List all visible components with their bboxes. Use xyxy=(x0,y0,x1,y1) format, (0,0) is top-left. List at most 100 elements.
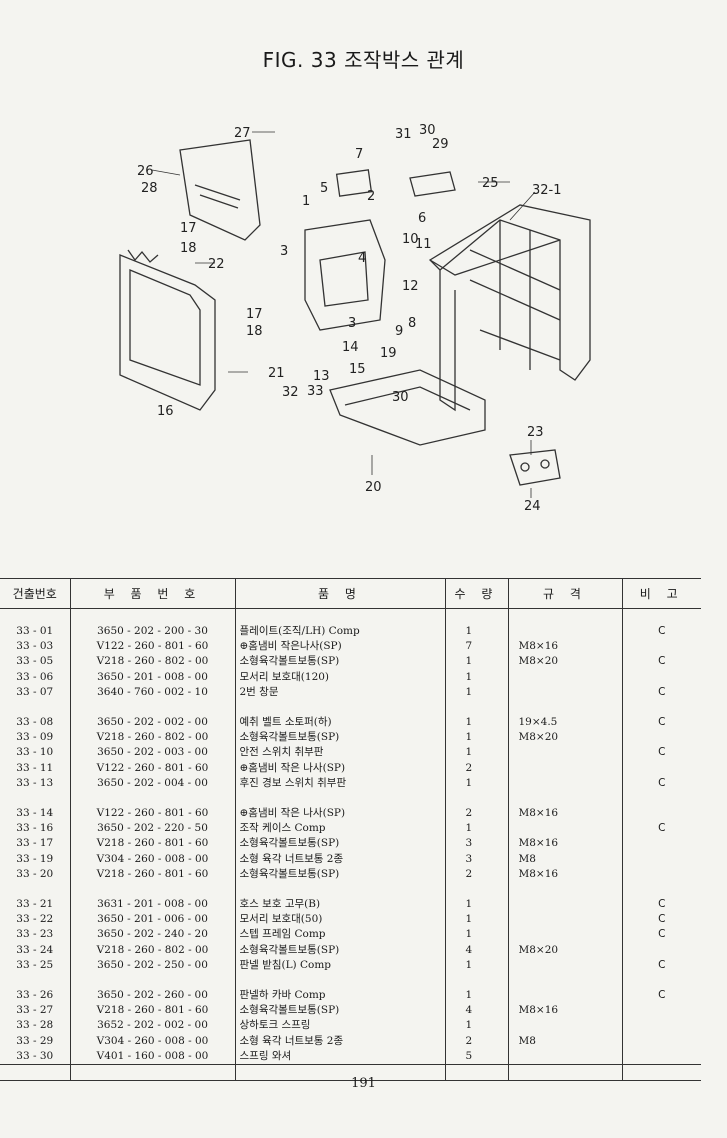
callout-number-18: 18 xyxy=(180,241,197,256)
callout-number-17: 17 xyxy=(246,307,263,322)
spacer-cell xyxy=(507,882,622,898)
cell-name: 안전 스위치 취부판 xyxy=(234,745,445,761)
cell-name: 판넬하 카바 Comp xyxy=(234,988,445,1004)
spacer-cell xyxy=(69,791,235,807)
spacer-cell xyxy=(444,1064,508,1082)
cell-note xyxy=(621,1018,701,1034)
cell-note xyxy=(621,730,701,746)
cell-part: V122 - 260 - 801 - 60 xyxy=(69,806,235,822)
cell-spec xyxy=(507,684,622,701)
cell-spec: M8×20 xyxy=(507,730,622,746)
cell-note: C xyxy=(621,988,701,1004)
callout-number-12: 12 xyxy=(402,279,419,294)
cell-qty: 1 xyxy=(444,988,508,1004)
cell-name: ⊕홈냄비 작은나사(SP) xyxy=(234,639,445,655)
header-part-name: 품 명 xyxy=(234,578,445,609)
cell-part: 3631 - 201 - 008 - 00 xyxy=(69,897,235,913)
spacer-cell xyxy=(69,973,235,989)
cell-qty: 1 xyxy=(444,912,508,928)
cell-qty: 1 xyxy=(444,897,508,913)
spacer-cell xyxy=(507,973,622,989)
cell-name: 소형육각볼트보통(SP) xyxy=(234,654,445,670)
cell-note: C xyxy=(621,745,701,761)
spacer-cell xyxy=(621,608,701,624)
cell-no: 33 - 10 xyxy=(16,746,54,759)
spacer-cell xyxy=(0,791,70,806)
cell-qty: 3 xyxy=(444,851,508,867)
bracket-drawing xyxy=(509,449,561,486)
group-spacer xyxy=(0,700,701,716)
cell-part: 3650 - 202 - 240 - 20 xyxy=(69,927,235,943)
spacer-cell xyxy=(507,791,622,807)
cell-part: 3650 - 201 - 008 - 00 xyxy=(69,669,235,685)
callout-number-19: 19 xyxy=(380,346,397,361)
spacer-cell xyxy=(69,608,235,624)
cell-name: 소형육각볼트보통(SP) xyxy=(234,730,445,746)
cell-part: 3640 - 760 - 002 - 10 xyxy=(69,684,235,701)
callout-number-2: 2 xyxy=(367,189,375,204)
window-drawing xyxy=(335,169,373,197)
cell-qty: 1 xyxy=(444,669,508,685)
cell-spec: M8×16 xyxy=(507,836,622,852)
cell-part: 3652 - 202 - 002 - 00 xyxy=(69,1018,235,1034)
cell-part: 3650 - 202 - 200 - 30 xyxy=(69,624,235,640)
cell-qty: 1 xyxy=(444,957,508,974)
callout-number-6: 6 xyxy=(418,211,426,226)
cell-spec: M8×20 xyxy=(507,942,622,958)
cell-note xyxy=(621,851,701,867)
cell-note: C xyxy=(621,912,701,928)
cell-part: V218 - 260 - 802 - 00 xyxy=(69,942,235,958)
group-spacer xyxy=(0,882,701,898)
spacer-cell xyxy=(69,882,235,898)
cell-name: 예취 벨트 소토퍼(하) xyxy=(234,715,445,731)
cell-qty: 2 xyxy=(444,866,508,883)
cell-no: 33 - 28 xyxy=(16,1019,54,1032)
spacer-cell xyxy=(69,700,235,716)
spacer-cell xyxy=(0,1064,70,1082)
leader-lines xyxy=(151,131,536,498)
callout-number-32: 32 xyxy=(282,385,299,400)
cell-note xyxy=(621,639,701,655)
callout-number-16: 16 xyxy=(157,404,174,419)
cell-name: 소형육각볼트보통(SP) xyxy=(234,866,445,883)
cell-spec xyxy=(507,957,622,974)
group-spacer xyxy=(0,973,701,989)
cell-name: 소형 육각 너트보통 2종 xyxy=(234,851,445,867)
cell-note xyxy=(621,1033,701,1049)
callout-number-20: 20 xyxy=(365,480,382,495)
cell-name: 소형육각볼트보통(SP) xyxy=(234,836,445,852)
cell-no: 33 - 11 xyxy=(16,761,54,774)
cell-spec xyxy=(507,897,622,913)
callout-number-13: 13 xyxy=(313,369,330,384)
cell-qty: 4 xyxy=(444,1003,508,1019)
cell-spec: 19×4.5 xyxy=(507,715,622,731)
callout-number-14: 14 xyxy=(342,340,359,355)
callout-number-26: 26 xyxy=(137,164,154,179)
callout-number-11: 11 xyxy=(415,237,432,252)
cell-no: 33 - 09 xyxy=(16,731,54,744)
cell-part: V218 - 260 - 801 - 60 xyxy=(69,866,235,883)
cell-note xyxy=(621,942,701,958)
header-note: 비 고 xyxy=(621,578,701,609)
cell-name: 스프링 와셔 xyxy=(234,1048,445,1066)
callout-labels: 27 26 28 17 18 22 17 18 21 16 1 5 7 3 31… xyxy=(137,123,562,514)
cell-no: 33 - 16 xyxy=(16,822,54,835)
spacer-cell xyxy=(444,791,508,807)
cell-part: 3650 - 202 - 260 - 00 xyxy=(69,988,235,1004)
callout-number-29: 29 xyxy=(432,137,449,152)
cell-part: V304 - 260 - 008 - 00 xyxy=(69,851,235,867)
cell-note xyxy=(621,1048,701,1066)
callout-number-15: 15 xyxy=(349,362,366,377)
cell-note xyxy=(621,866,701,883)
cell-note xyxy=(621,760,701,776)
